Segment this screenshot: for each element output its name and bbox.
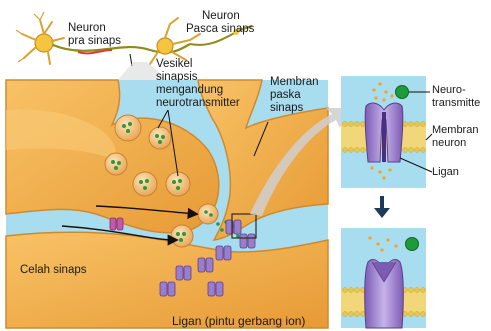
- label-synaptic-cleft: Celah sinaps: [20, 264, 86, 277]
- label-line: Pasca sinaps: [186, 23, 254, 36]
- down-arrow: [374, 196, 390, 218]
- label-line: mengandung: [156, 84, 240, 97]
- vesicle: [149, 127, 171, 149]
- label-line: pra sinaps: [68, 35, 121, 48]
- label-line: Neuro-: [432, 84, 480, 97]
- neurotransmitter-molecule: [396, 86, 409, 99]
- vesicle: [105, 153, 127, 175]
- main-synapse-panel: [6, 80, 328, 328]
- detail-panel-top: [341, 76, 432, 188]
- vesicle-fusing: [198, 204, 218, 224]
- label-line: sinaps: [270, 102, 319, 115]
- label-ligand-caption: Ligan (pintu gerbang ion): [172, 315, 305, 328]
- detail-panel-bottom: [341, 228, 426, 328]
- label-line: Neuron: [68, 22, 121, 35]
- label-neuron-pre: Neuron pra sinaps: [68, 22, 121, 48]
- vesicle: [171, 225, 193, 247]
- pre-synaptic-neuron-icon: [16, 12, 64, 64]
- vesicle: [133, 172, 157, 196]
- label-neurotransmitter: Neuro- transmitte: [432, 84, 480, 110]
- label-postsyn-membrane: Membran paska sinaps: [270, 76, 319, 115]
- label-line: sinapsis: [156, 71, 240, 84]
- label-line: neurotransmitter: [156, 97, 240, 110]
- label-vesicle: Vesikel sinapsis mengandung neurotransmi…: [156, 58, 240, 110]
- label-line: Neuron: [186, 10, 254, 23]
- label-line: Vesikel: [156, 58, 240, 71]
- label-neuron-post: Neuron Pasca sinaps: [186, 10, 254, 36]
- label-line: Membran: [432, 124, 478, 137]
- label-neuron-membrane: Membran neuron: [432, 124, 478, 150]
- vesicle: [115, 115, 141, 141]
- label-ligand: Ligan: [432, 166, 459, 179]
- label-line: paska: [270, 89, 319, 102]
- neurotransmitter-molecule: [406, 238, 419, 251]
- label-line: transmitte: [432, 97, 480, 110]
- label-line: neuron: [432, 137, 478, 150]
- label-line: Membran: [270, 76, 319, 89]
